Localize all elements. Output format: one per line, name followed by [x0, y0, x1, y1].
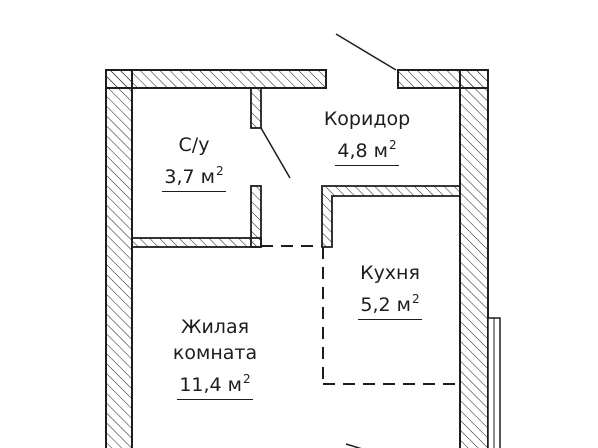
- living-room-label: Жилая комната 11,4 м2: [160, 314, 270, 400]
- living-room-area-underline: 11,4 м2: [177, 366, 253, 400]
- bottom-door-swing: [345, 443, 362, 448]
- bathroom-door: [260, 127, 291, 179]
- living-room-name-line2: комната: [172, 342, 258, 364]
- kitchen-area: 5,2 м2: [340, 286, 440, 320]
- kitchen-area-power: 2: [411, 292, 420, 306]
- corridor-area-value: 4,8 м: [337, 140, 388, 162]
- kitchen-area-value: 5,2 м: [360, 294, 411, 316]
- entrance-door: [335, 33, 397, 71]
- kitchen-area-underline: 5,2 м2: [358, 286, 422, 320]
- kitchen-name: Кухня: [360, 262, 420, 284]
- bathroom-wall-bottom: [131, 237, 262, 248]
- bathroom-area: 3,7 м2: [144, 158, 244, 192]
- bathroom-label: С/у 3,7 м2: [144, 132, 244, 192]
- corridor-label: Коридор 4,8 м2: [312, 106, 422, 166]
- bathroom-name: С/у: [178, 134, 210, 156]
- corridor-area-underline: 4,8 м2: [335, 132, 399, 166]
- corridor-area: 4,8 м2: [312, 132, 422, 166]
- living-room-area-value: 11,4 м: [179, 374, 243, 396]
- kitchen-partition: [321, 185, 461, 248]
- outer-wall-left: [105, 69, 133, 448]
- living-room-name-line1: Жилая: [180, 316, 250, 338]
- bathroom-area-underline: 3,7 м2: [162, 158, 226, 192]
- kitchen-label: Кухня 5,2 м2: [340, 260, 440, 320]
- window: [487, 317, 501, 448]
- living-room-area: 11,4 м2: [160, 366, 270, 400]
- corridor-area-power: 2: [388, 138, 397, 152]
- zone-boundaries: [261, 245, 460, 385]
- bathroom-partition-upper: [250, 87, 262, 129]
- living-room-area-power: 2: [243, 372, 251, 386]
- bathroom-area-power: 2: [215, 164, 224, 178]
- outer-wall-right: [459, 69, 489, 448]
- bathroom-area-value: 3,7 м: [164, 166, 215, 188]
- corridor-name: Коридор: [323, 108, 411, 130]
- outer-wall-top-left: [105, 69, 327, 89]
